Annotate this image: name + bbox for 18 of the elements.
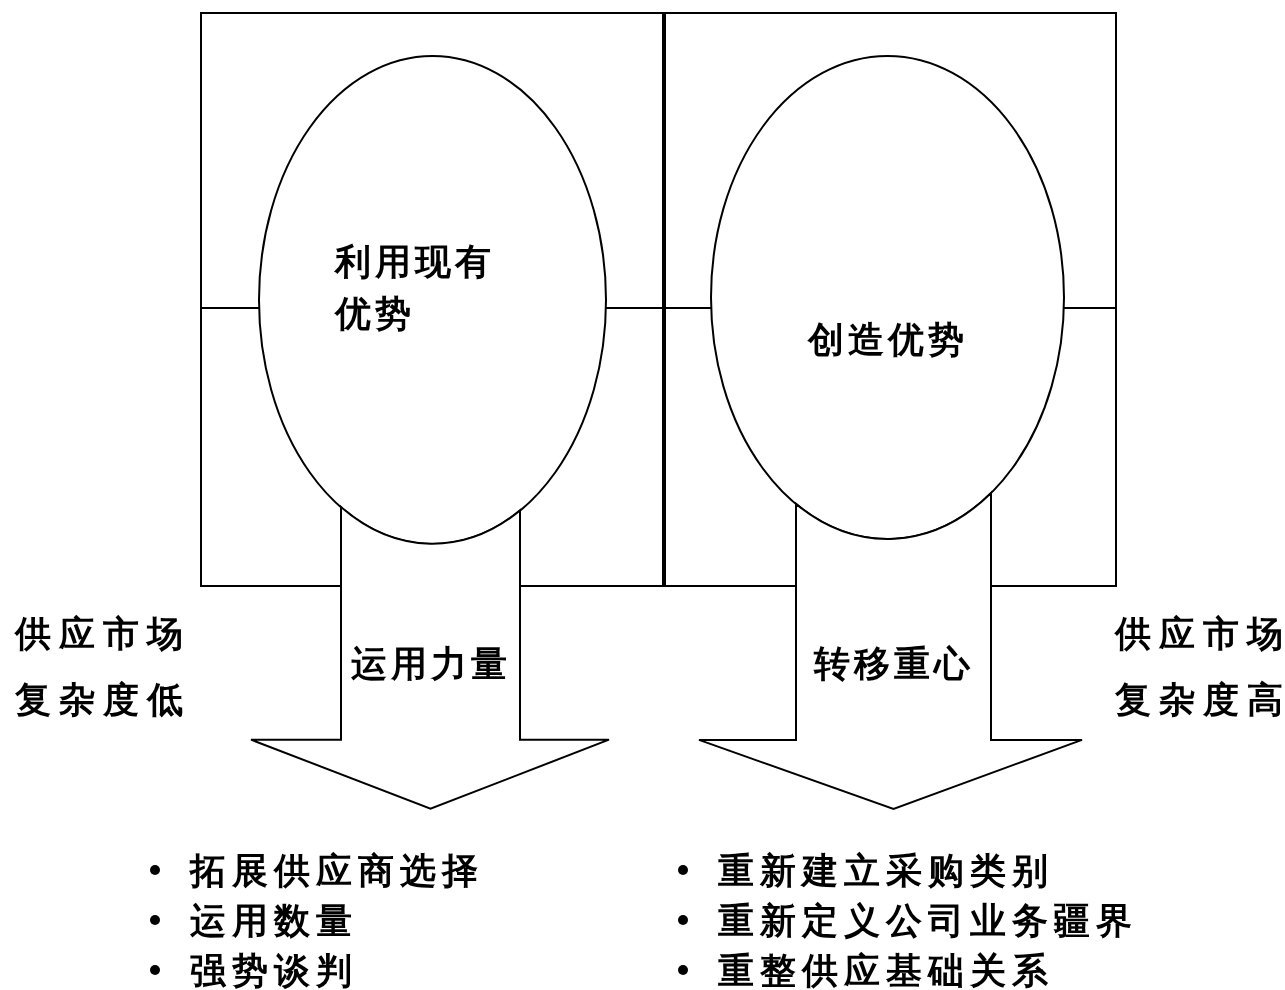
side-label: 供应市场复杂度低 (15, 611, 192, 722)
list-item: 重整供应基础关系 (718, 948, 1054, 990)
list-item: 重新定义公司业务疆界 (718, 898, 1138, 943)
panel-box (200, 12, 664, 587)
ellipse (710, 55, 1065, 540)
ellipse (258, 55, 607, 545)
list-item: 强势谈判 (190, 948, 358, 990)
block-arrow (250, 507, 610, 810)
panel-box (664, 12, 1117, 587)
list-item: 拓展供应商选择 (190, 848, 484, 893)
node-label: 运用力量 (349, 641, 512, 686)
node-label: 利用现有优势 (335, 239, 496, 336)
block-arrow (698, 493, 1083, 810)
node-label: 转移重心 (812, 641, 975, 686)
list-item: 重新建立采购类别 (718, 848, 1054, 893)
side-label: 供应市场复杂度高 (1115, 611, 1285, 722)
node-label: 创造优势 (806, 317, 969, 362)
list-item: 运用数量 (190, 898, 358, 943)
